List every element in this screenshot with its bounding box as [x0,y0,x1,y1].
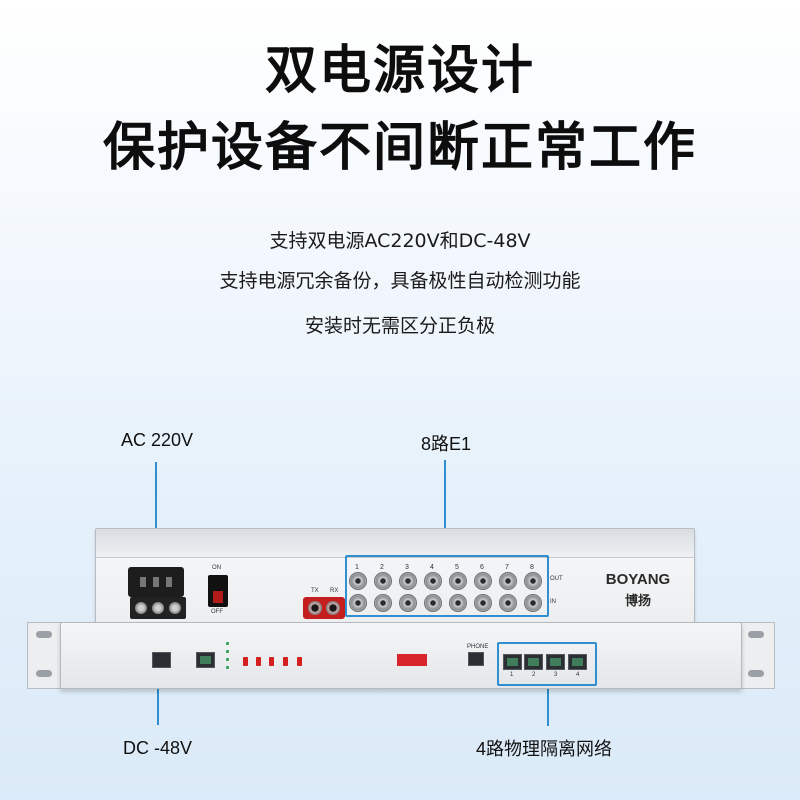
bnc-number: 7 [505,564,509,571]
dc-terminal-block[interactable] [130,597,186,619]
bnc-out-connector[interactable] [349,572,367,590]
switch-on-label: ON [212,565,221,571]
callout-4-network: 4路物理隔离网络 [476,739,613,759]
callout-8-e1: 8路E1 [421,434,472,454]
network-port-number: 2 [532,672,536,678]
bnc-in-connector[interactable] [474,594,492,612]
bnc-in-connector[interactable] [374,594,392,612]
bnc-in-connector[interactable] [449,594,467,612]
network-highlight-frame [497,642,597,686]
bnc-in-connector[interactable] [499,594,517,612]
network-port[interactable] [524,654,543,670]
rack-ear-left [27,622,63,689]
bnc-in-connector[interactable] [349,594,367,612]
alarm-led [269,657,274,666]
callout-line-ac [155,462,157,568]
fiber-tx-label: TX [311,588,319,594]
bnc-out-connector[interactable] [374,572,392,590]
device-rear-panel [95,528,695,625]
brand-logo: BOYANG [605,571,671,588]
power-switch[interactable] [208,575,228,607]
headline-line-2: 保护设备不间断正常工作 [102,118,697,178]
fiber-rx-label: RX [330,588,339,594]
network-port[interactable] [568,654,587,670]
bnc-in-connector[interactable] [399,594,417,612]
bnc-number: 2 [380,564,384,571]
callout-line-e1 [444,460,446,556]
bnc-out-connector[interactable] [399,572,417,590]
network-port[interactable] [546,654,565,670]
alarm-led [297,657,302,666]
alarm-led [283,657,288,666]
bnc-out-label: OUT [550,576,563,582]
network-port-number: 3 [554,672,558,678]
bnc-out-connector[interactable] [449,572,467,590]
feature-polarity: 安装时无需区分正负极 [304,315,495,337]
console-port[interactable] [196,652,215,668]
dip-switch[interactable] [397,654,427,666]
brand-logo-cn: 博扬 [624,594,651,609]
bnc-out-connector[interactable] [499,572,517,590]
bnc-out-connector[interactable] [424,572,442,590]
bnc-out-connector[interactable] [524,572,542,590]
bnc-number: 6 [480,564,484,571]
bnc-number: 8 [530,564,534,571]
bnc-number: 1 [355,564,359,571]
bnc-number: 4 [430,564,434,571]
dc-port-jack[interactable] [152,652,171,668]
bnc-in-connector[interactable] [424,594,442,612]
ac-power-inlet[interactable] [128,567,184,597]
headline-line-1: 双电源设计 [264,41,535,101]
status-led [226,658,229,661]
network-port[interactable] [503,654,522,670]
network-port-number: 1 [510,672,514,678]
bnc-in-label: IN [550,599,556,605]
status-led [226,642,229,645]
status-led [226,650,229,653]
bnc-out-connector[interactable] [474,572,492,590]
rack-ear-right [739,622,775,689]
switch-off-label: OFF [211,609,223,615]
alarm-led [256,657,261,666]
status-led [226,666,229,669]
e1-highlight-frame [345,555,549,617]
callout-line-network [547,684,549,726]
feature-dual-power: 支持双电源AC220V和DC-48V [269,230,531,252]
alarm-led [243,657,248,666]
phone-port[interactable] [468,652,484,666]
callout-ac-220v: AC 220V [121,430,194,450]
phone-label: PHONE [467,644,489,650]
bnc-number: 3 [405,564,409,571]
bnc-in-connector[interactable] [524,594,542,612]
feature-redundancy: 支持电源冗余备份，具备极性自动检测功能 [219,270,581,292]
bnc-number: 5 [455,564,459,571]
callout-dc-48v: DC -48V [123,738,193,758]
network-port-number: 4 [576,672,580,678]
fiber-optic-port[interactable] [303,597,345,619]
